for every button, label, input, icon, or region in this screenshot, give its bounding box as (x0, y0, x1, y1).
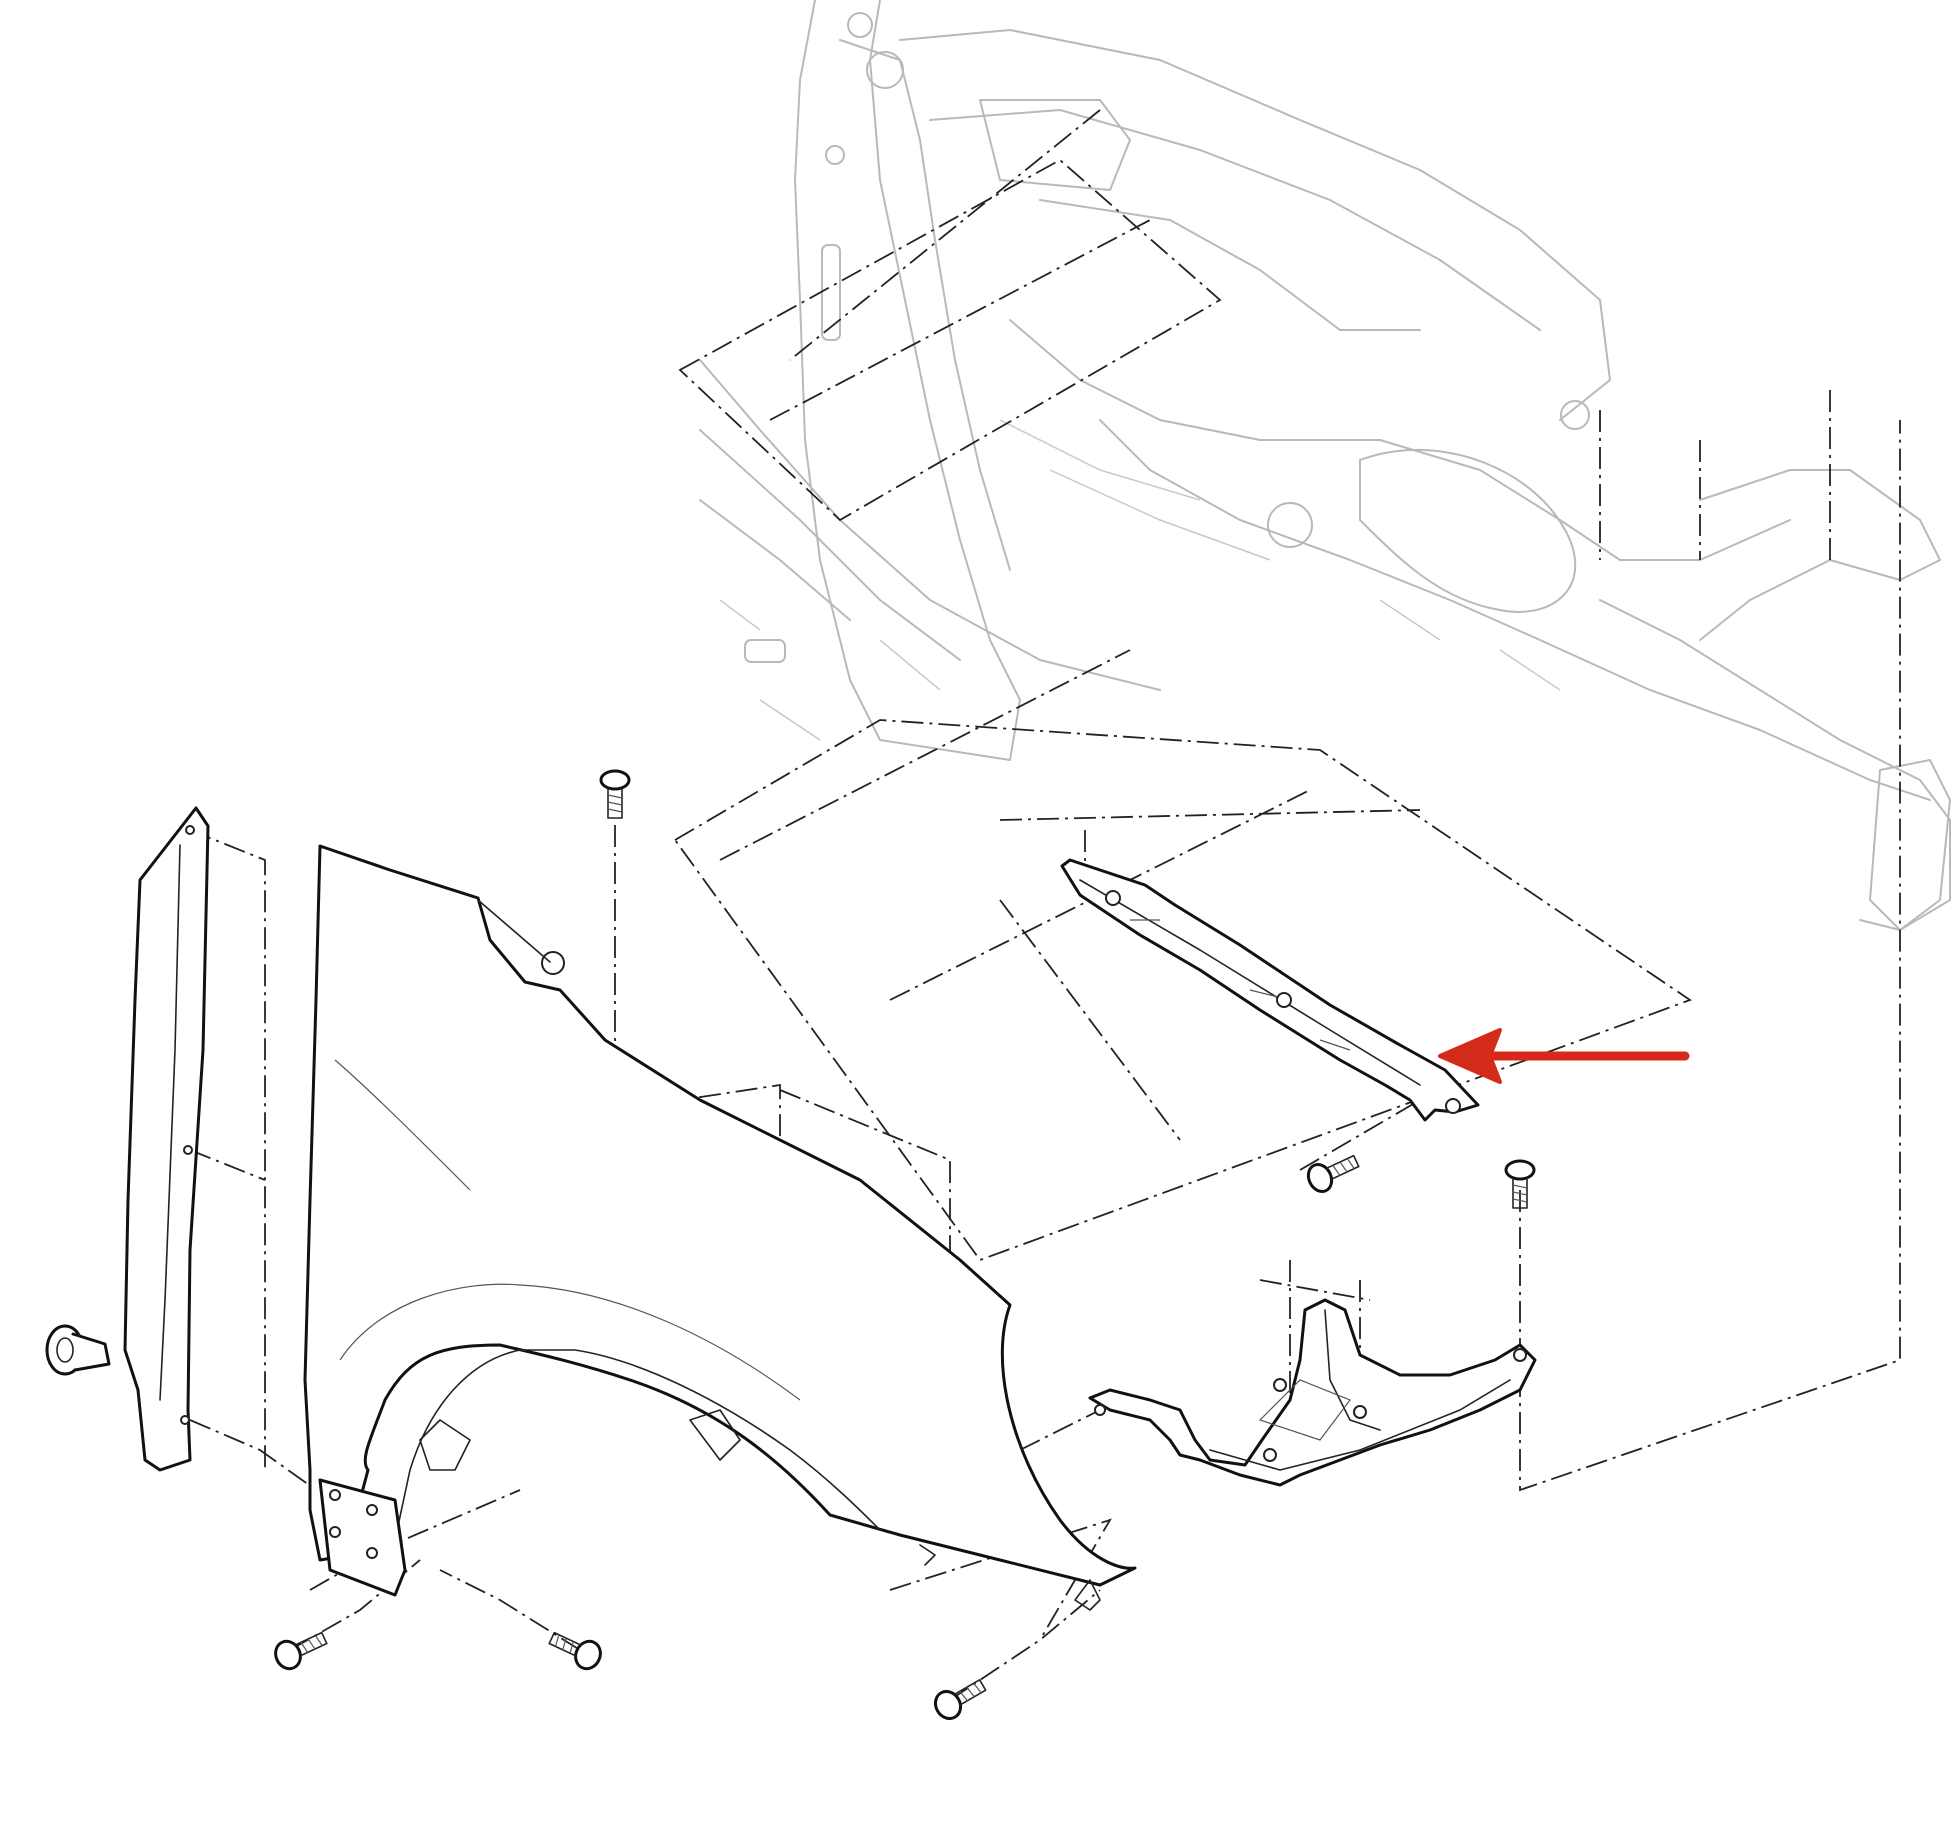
bolt-rail[interactable] (1304, 1148, 1362, 1195)
red-callout-arrow (1438, 1028, 1690, 1084)
fender-upper-hole (541, 951, 565, 975)
body-structure-ghost (699, 0, 1951, 931)
bracket-hole-5 (1094, 1404, 1106, 1416)
fender-lower-bolt-hole-2 (366, 1504, 378, 1516)
bracket-hole-1 (1273, 1378, 1287, 1392)
bolt-lower-left[interactable] (271, 1625, 330, 1672)
seal-clip-hole-middle (183, 1145, 193, 1155)
fender-lower-bolt-hole-4 (366, 1547, 378, 1559)
bracket-hole-4 (1263, 1448, 1277, 1462)
bolts (271, 769, 1536, 1723)
front-fender-panel[interactable] (303, 844, 1137, 1611)
fender-side-seal[interactable] (123, 806, 210, 1472)
bolt-lower-right[interactable] (931, 1673, 990, 1723)
bracket-hole-3 (1513, 1348, 1527, 1362)
fender-lower-bolt-hole-3 (329, 1526, 341, 1538)
bolt-top-fender[interactable] (599, 769, 631, 819)
seal-clip-hole-lower (180, 1415, 190, 1425)
fender-lower-bolt-hole-1 (329, 1489, 341, 1501)
bolt-lower-middle[interactable] (546, 1625, 605, 1672)
upper-fender-mounting-rail[interactable] (1060, 858, 1480, 1122)
rail-bolt-hole-rear (1445, 1098, 1461, 1114)
rail-bolt-hole-middle (1276, 992, 1292, 1008)
lower-fender-mounting-bracket[interactable] (1088, 1298, 1537, 1487)
bolt-top-bracket[interactable] (1504, 1159, 1536, 1209)
push-clip[interactable] (45, 1324, 111, 1376)
rail-bolt-hole-front (1105, 890, 1121, 906)
bracket-hole-2 (1353, 1405, 1367, 1419)
seal-clip-hole-upper (185, 825, 195, 835)
